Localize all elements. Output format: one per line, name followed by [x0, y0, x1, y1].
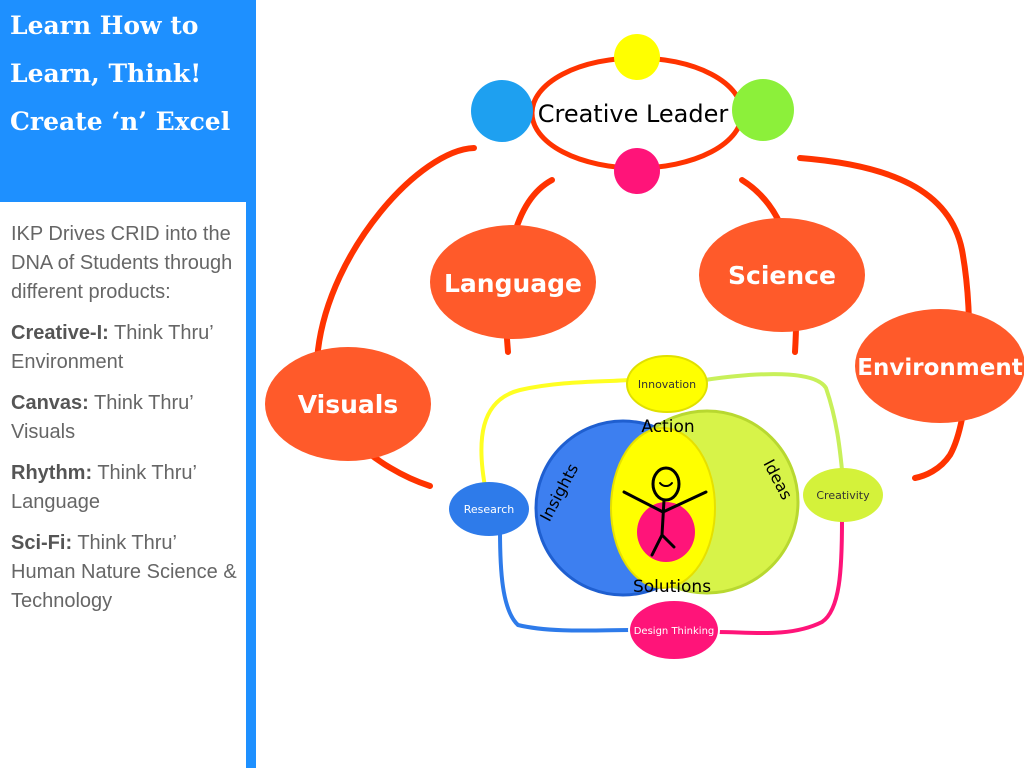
product-desc: Think Thru’ Language	[11, 462, 197, 513]
leader-dot-green	[732, 79, 794, 141]
product-name: Creative-I:	[11, 322, 109, 344]
loop-green	[704, 372, 844, 471]
sidebar-text-panel	[0, 202, 246, 768]
connector-right-outer	[797, 155, 973, 481]
title-line-3: Create ‘n’ Excel	[10, 107, 231, 136]
venn-action-label: Action	[641, 417, 694, 437]
leader-dot-blue	[471, 80, 533, 142]
science-label: Science	[728, 261, 836, 290]
environment-label: Environment	[857, 355, 1022, 381]
product-sci-fi: Sci-Fi: Think Thru’ Human Nature Science…	[11, 529, 241, 616]
research-node	[449, 482, 529, 536]
science-ellipse	[699, 218, 865, 332]
research-label: Research	[464, 503, 514, 516]
language-ellipse	[430, 225, 596, 339]
innovation-label: Innovation	[638, 378, 696, 391]
environment-ellipse	[855, 309, 1024, 423]
venn-core	[637, 502, 695, 562]
language-label: Language	[444, 269, 582, 298]
leader-dot-magenta	[614, 148, 660, 194]
product-desc: Think Thru’ Visuals	[11, 392, 193, 443]
slide-title: Learn How to Learn, Think! Create ‘n’ Ex…	[10, 2, 250, 146]
creativity-label: Creativity	[816, 489, 870, 502]
connector-left-outer	[314, 145, 477, 489]
visuals-label: Visuals	[298, 390, 398, 419]
innovation-node	[626, 355, 708, 413]
visuals-ellipse	[265, 347, 431, 461]
creativity-node	[803, 468, 883, 522]
product-creative-i: Creative-I: Think Thru’ Environment	[11, 319, 241, 377]
venn-solutions-label: Solutions	[633, 577, 711, 597]
leader-dot-yellow	[614, 34, 660, 80]
product-list: IKP Drives CRID into the DNA of Students…	[11, 220, 241, 628]
design-thinking-label: Design Thinking	[634, 626, 715, 637]
product-name: Rhythm:	[11, 462, 93, 484]
creative-leader-diagram: Creative Leader Language Science Environ…	[265, 34, 1024, 661]
design-thinking-node	[628, 599, 720, 661]
loop-blue	[498, 529, 631, 633]
product-canvas: Canvas: Think Thru’ Visuals	[11, 389, 241, 447]
title-line-1: Learn How to	[10, 11, 199, 40]
loop-magenta	[717, 519, 844, 636]
title-line-2: Learn, Think!	[10, 59, 202, 88]
product-rhythm: Rhythm: Think Thru’ Language	[11, 459, 241, 517]
loop-yellow	[479, 378, 631, 493]
person-figure	[622, 466, 708, 557]
product-desc: Think Thru’ Human Nature Science & Techn…	[11, 532, 237, 612]
leader-label: Creative Leader	[538, 100, 729, 128]
product-name: Sci-Fi:	[11, 532, 73, 554]
product-name: Canvas:	[11, 392, 89, 414]
product-desc: Think Thru’ Environment	[11, 322, 213, 373]
intro-text: IKP Drives CRID into the DNA of Students…	[11, 223, 233, 303]
